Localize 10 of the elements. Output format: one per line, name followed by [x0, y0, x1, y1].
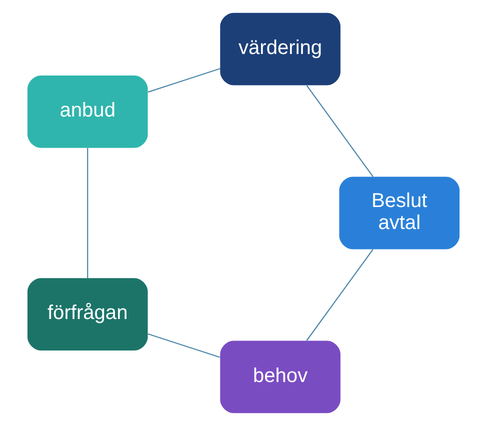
connector: [306, 85, 373, 178]
node-box: värdering: [220, 12, 340, 86]
node-box: anbud: [26, 75, 148, 148]
connector: [147, 333, 220, 358]
node-box: behov: [220, 340, 340, 414]
connector: [86, 148, 88, 278]
node-box: förfrågan: [26, 278, 148, 350]
node-box: Beslut avtal: [338, 176, 460, 250]
connector: [306, 249, 373, 341]
connector: [147, 68, 220, 93]
